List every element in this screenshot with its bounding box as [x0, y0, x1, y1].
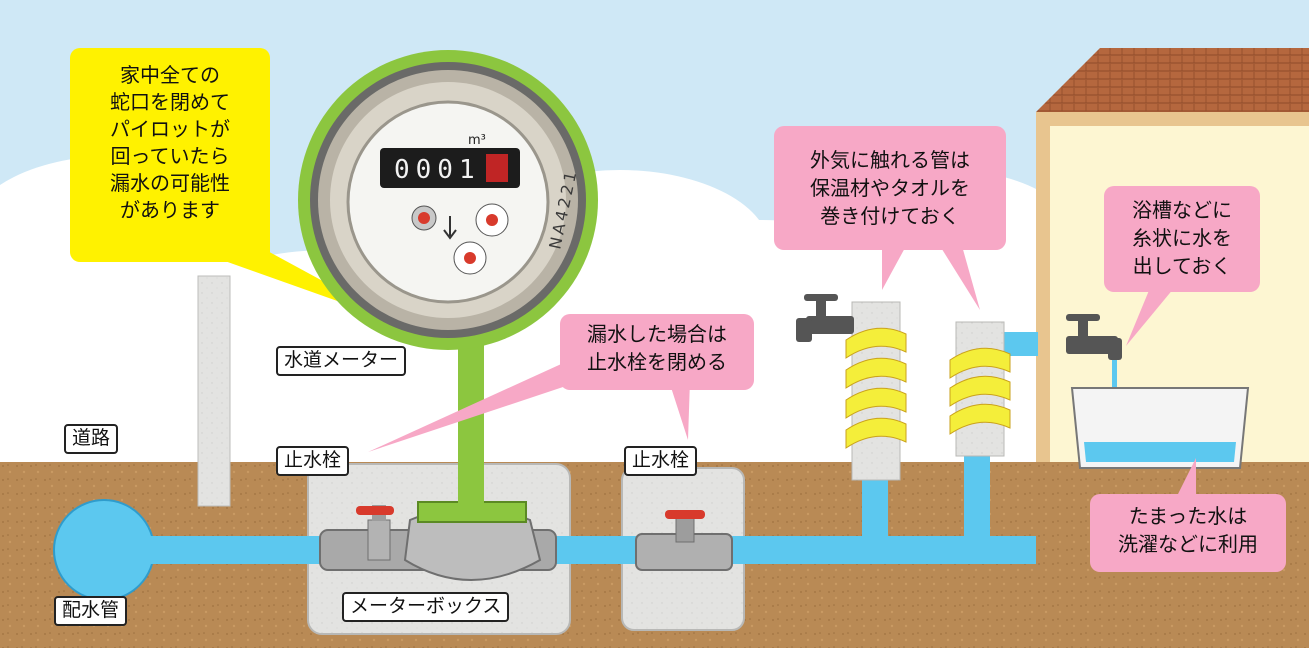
- pilot-line-1: 家中全ての: [120, 63, 220, 87]
- pilot-line-3: パイロットが: [110, 117, 230, 141]
- faucet-bath-icon: [1066, 314, 1122, 360]
- main-pipe-circle: [53, 499, 155, 601]
- insulate-callout-tail-1: [882, 246, 906, 290]
- stop-valve-label-1: 止水栓: [276, 446, 350, 476]
- main-pipe-label: 配水管: [54, 596, 128, 626]
- meter-unit: m³: [468, 133, 486, 148]
- insulated-column-1: [845, 301, 907, 481]
- trickle-line-2: 糸状に水を: [1132, 226, 1232, 250]
- insulate-line-1: 外気に触れる管は: [810, 148, 970, 172]
- riser-1: [862, 470, 888, 550]
- water-meter-body: [319, 501, 557, 581]
- pipe-into-house: [1004, 332, 1038, 356]
- riser-2: [964, 452, 990, 550]
- insulate-callout-tail-2: [940, 246, 980, 310]
- insulate-callout: 外気に触れる管は 保温材やタオルを 巻き付けておく: [774, 126, 1006, 250]
- reuse-line-2: 洗濯などに利用: [1118, 532, 1258, 556]
- water-meter-label: 水道メーター: [276, 346, 407, 376]
- meter-zoom-view: [298, 50, 598, 350]
- leak-line-2: 止水栓を閉める: [587, 350, 727, 374]
- tub-water: [1084, 442, 1236, 462]
- trickle-callout: 浴槽などに 糸状に水を 出しておく: [1104, 186, 1260, 292]
- stop-valve-2: [635, 510, 733, 571]
- pilot-line-4: 回っていたら: [110, 144, 230, 168]
- service-pipe: [140, 536, 1036, 564]
- trickle-line-3: 出しておく: [1132, 254, 1232, 278]
- insulated-column-2: [949, 321, 1011, 457]
- reuse-line-1: たまった水は: [1128, 504, 1248, 528]
- leak-callout-tail-2: [668, 378, 690, 440]
- meter-reading: 0001: [394, 155, 481, 185]
- insulate-line-3: 巻き付けておく: [820, 204, 960, 228]
- trickle-callout-tail: [1126, 288, 1174, 346]
- faucet-outdoor-icon: [796, 294, 854, 342]
- reuse-callout: たまった水は 洗濯などに利用: [1090, 494, 1286, 572]
- pilot-line-2: 蛇口を閉めて: [110, 90, 230, 114]
- road-label: 道路: [64, 424, 119, 454]
- leak-callout: 漏水した場合は 止水栓を閉める: [560, 314, 754, 390]
- pilot-callout: 家中全ての 蛇口を閉めて パイロットが 回っていたら 漏水の可能性 があります: [70, 48, 270, 262]
- stop-valve-label-2: 止水栓: [624, 446, 698, 476]
- pilot-line-5: 漏水の可能性: [110, 171, 230, 195]
- pilot-line-6: があります: [120, 198, 220, 222]
- road-post: [197, 275, 231, 507]
- meter-box-label: メーターボックス: [342, 592, 510, 622]
- leak-callout-tail-1: [368, 360, 590, 452]
- insulate-line-2: 保温材やタオルを: [810, 176, 970, 200]
- trickle-line-1: 浴槽などに: [1132, 198, 1232, 222]
- leak-line-1: 漏水した場合は: [587, 322, 727, 346]
